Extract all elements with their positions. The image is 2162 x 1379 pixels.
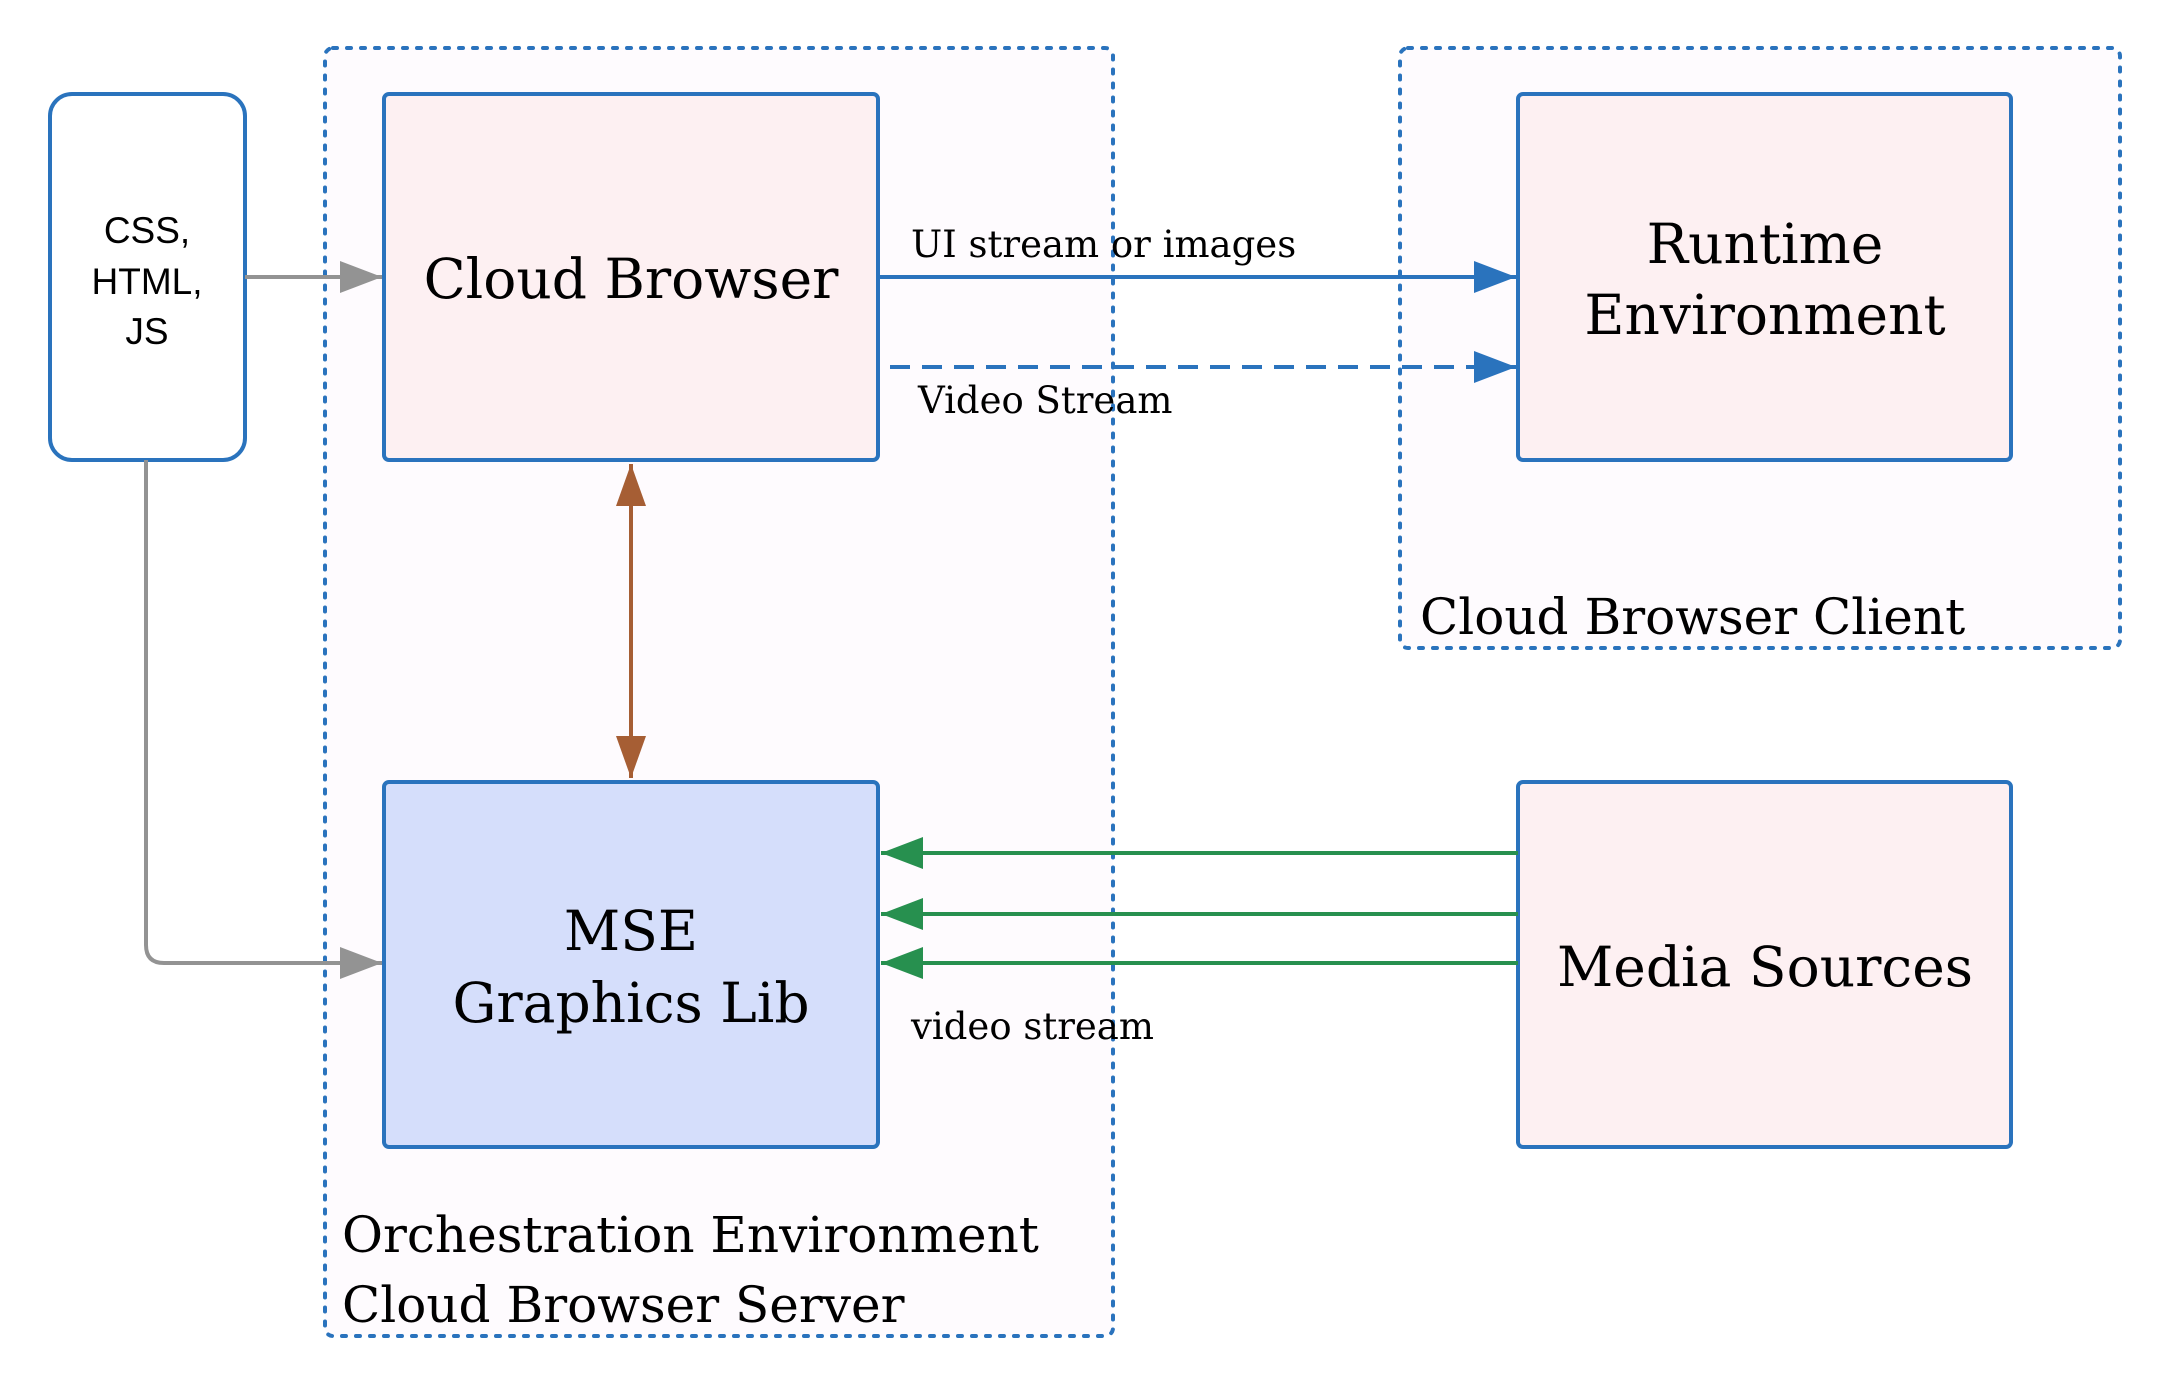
media-sources-node[interactable]: Media Sources	[1516, 780, 2013, 1149]
edge-source-to-mse	[144, 460, 382, 979]
edge-media-in-label: video stream	[910, 1005, 1154, 1048]
edge-ui-stream-label: UI stream or images	[911, 223, 1296, 266]
runtime-environment-node[interactable]: Runtime Environment	[1516, 92, 2013, 462]
server-container-label-line1: Orchestration Environment	[342, 1206, 1039, 1264]
source-node-line3: JS	[125, 311, 168, 352]
source-node[interactable]: CSS, HTML, JS	[48, 92, 247, 462]
client-container-label: Cloud Browser Client	[1420, 588, 1965, 646]
mse-label-line1: MSE	[564, 899, 698, 963]
mse-label-line2: Graphics Lib	[452, 971, 809, 1035]
cloud-browser-label: Cloud Browser	[424, 247, 840, 311]
source-node-line1: CSS,	[104, 210, 190, 251]
source-node-line2: HTML,	[92, 261, 203, 302]
edge-video-stream-out-label: Video Stream	[917, 379, 1172, 422]
mse-graphics-lib-node[interactable]: MSE Graphics Lib	[382, 780, 880, 1149]
runtime-label-line2: Environment	[1584, 283, 1945, 347]
cloud-browser-node[interactable]: Cloud Browser	[382, 92, 880, 462]
runtime-label-line1: Runtime	[1647, 212, 1884, 276]
server-container-label-line2: Cloud Browser Server	[342, 1276, 905, 1334]
media-sources-label: Media Sources	[1557, 935, 1973, 999]
